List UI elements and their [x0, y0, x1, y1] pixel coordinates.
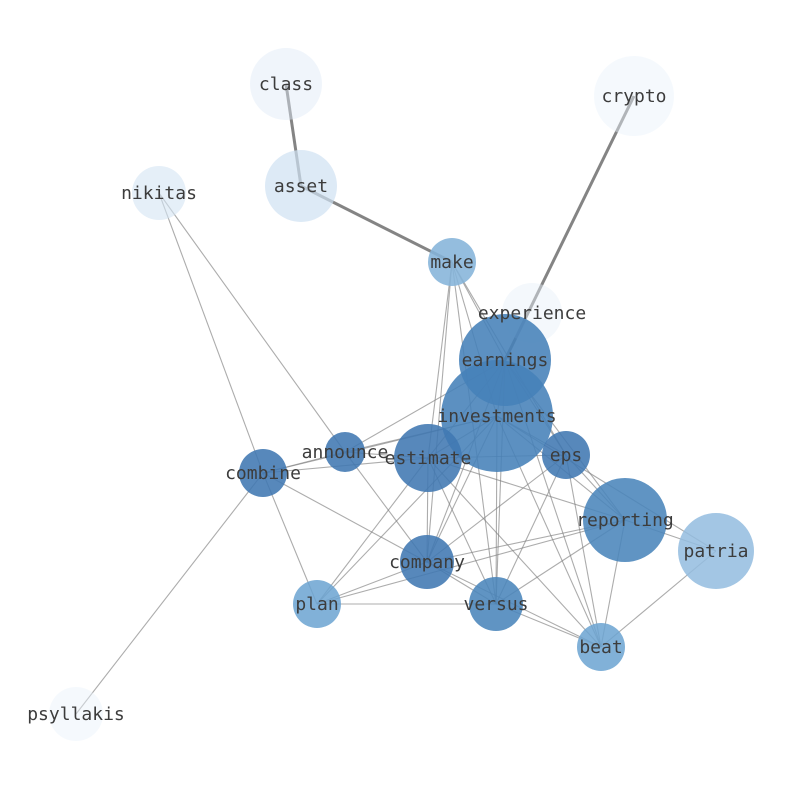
graph-node-investments	[441, 360, 553, 472]
graph-node-estimate	[394, 424, 462, 492]
graph-node-patria	[678, 513, 754, 589]
graph-node-asset	[265, 150, 337, 222]
graph-node-versus	[469, 577, 523, 631]
graph-node-nikitas	[132, 166, 186, 220]
graph-node-beat	[577, 623, 625, 671]
graph-edge-psyllakis-combine	[75, 472, 264, 715]
graph-edge-eps-versus	[495, 454, 567, 605]
graph-node-crypto	[594, 56, 674, 136]
graph-edge-eps-beat	[565, 454, 602, 648]
graph-edge-nikitas-announce	[158, 192, 346, 453]
graph-edge-eps-company	[426, 454, 567, 563]
graph-edge-reporting-plan	[316, 519, 626, 605]
graph-node-reporting	[583, 478, 667, 562]
graph-edge-make-company	[426, 261, 453, 563]
nodes-layer	[49, 48, 754, 741]
graph-node-announce	[325, 432, 365, 472]
graph-node-eps	[542, 431, 590, 479]
graph-node-make	[428, 238, 476, 286]
graph-node-company	[400, 535, 454, 589]
graph-edge-company-combine	[262, 472, 428, 563]
graph-edge-nikitas-combine	[158, 192, 264, 474]
graph-edge-crypto-earnings	[503, 95, 636, 361]
graph-node-plan	[293, 580, 341, 628]
graph-node-psyllakis	[49, 687, 103, 741]
graph-edge-estimate-beat	[427, 457, 602, 648]
graph-node-class	[250, 48, 322, 120]
graph-node-combine	[239, 449, 287, 497]
